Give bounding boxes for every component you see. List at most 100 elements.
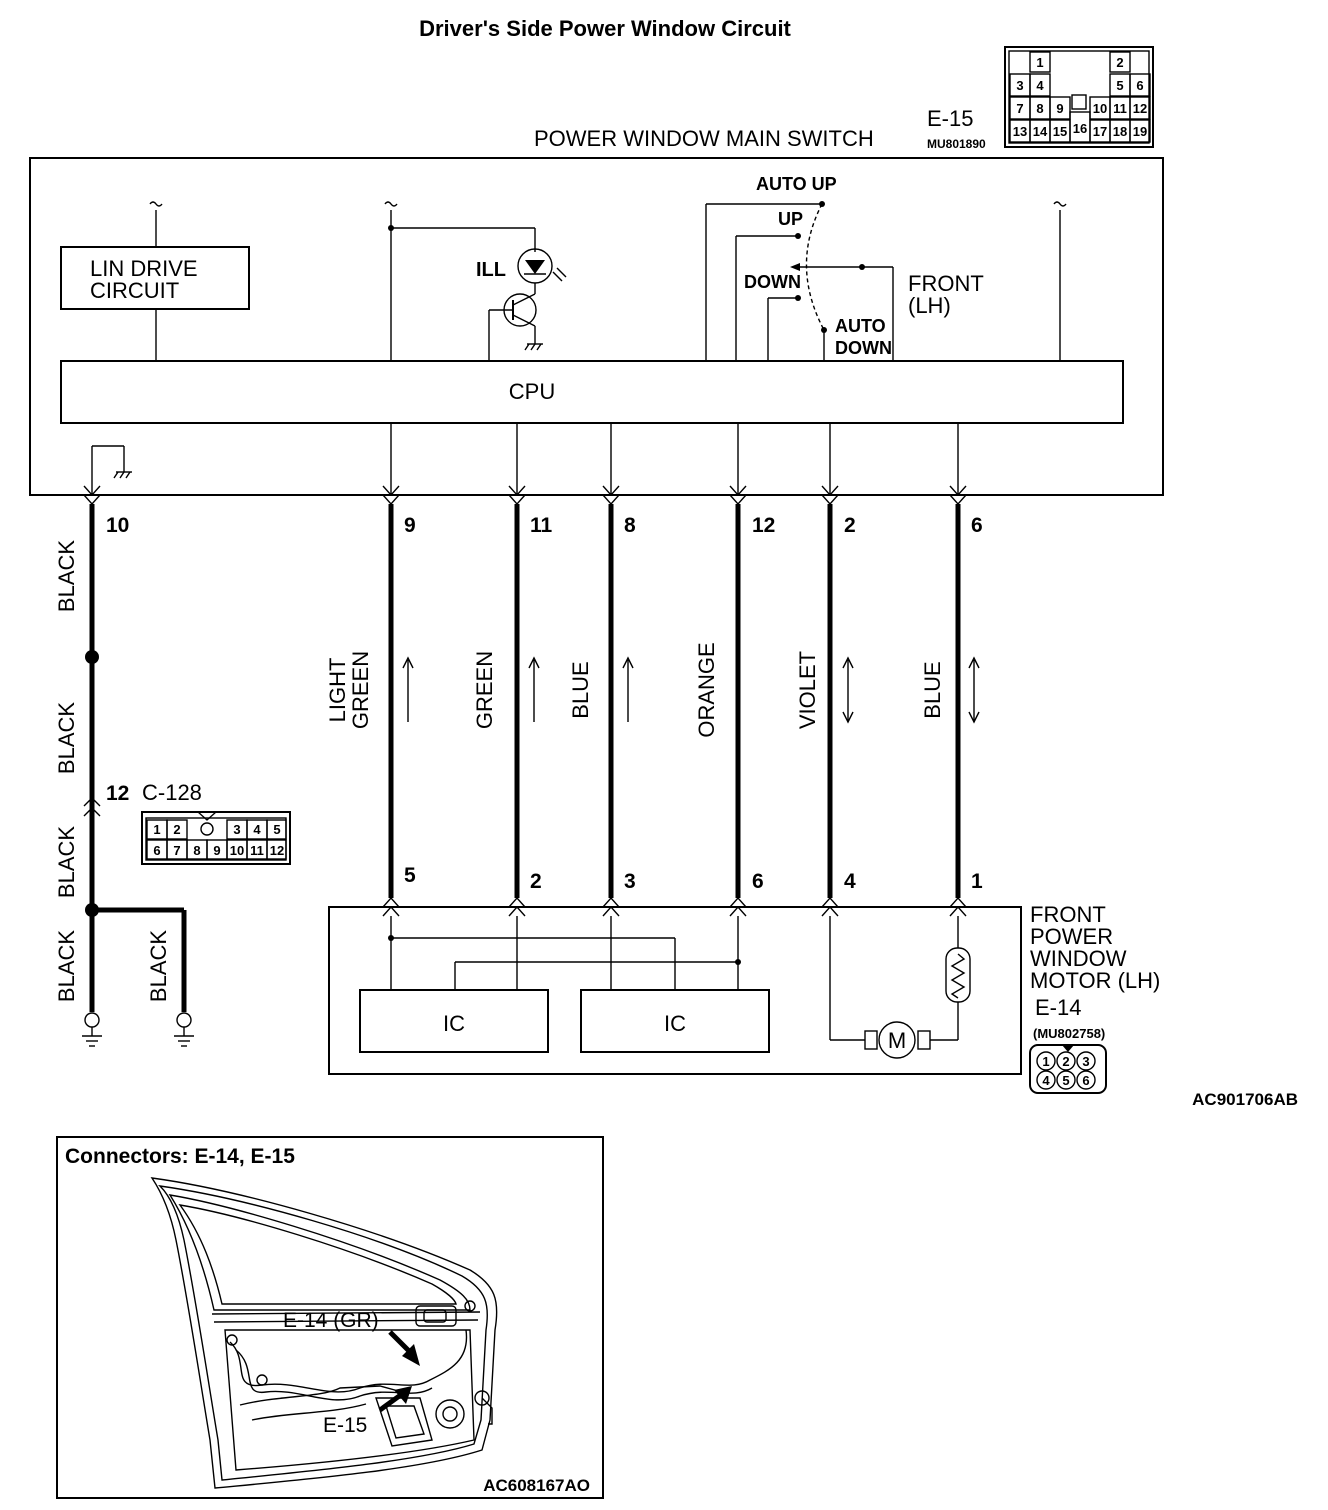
svg-text:8: 8 bbox=[193, 843, 200, 858]
e15-pin-8: 8 bbox=[1036, 101, 1043, 116]
wire-color-green-1: GREEN bbox=[348, 651, 373, 729]
internal-supply-lines bbox=[149, 201, 1067, 361]
pin-top-12: 12 bbox=[752, 514, 775, 537]
svg-text:10: 10 bbox=[230, 843, 244, 858]
auto-down-label: DOWN bbox=[835, 338, 892, 358]
pin-bottom-4: 4 bbox=[844, 870, 856, 893]
e15-pin-13: 13 bbox=[1013, 124, 1027, 139]
pin-top-2: 2 bbox=[844, 514, 856, 537]
ic-label-2: IC bbox=[664, 1011, 686, 1036]
down-label: DOWN bbox=[744, 272, 801, 292]
cpu-box bbox=[60, 360, 1124, 424]
lin-drive-label-2: CIRCUIT bbox=[90, 278, 179, 303]
connector-pointer-arrows bbox=[378, 1330, 420, 1413]
front-door-drawing bbox=[150, 1177, 498, 1489]
cpu-output-lines bbox=[390, 423, 959, 495]
ground-icon bbox=[82, 1012, 194, 1047]
e14-part-number: (MU802758) bbox=[1033, 1026, 1105, 1041]
main-switch-label: POWER WINDOW MAIN SWITCH bbox=[534, 126, 874, 151]
pin-top-6: 6 bbox=[971, 514, 983, 537]
main-switch-box bbox=[29, 157, 1164, 496]
ill-led-icon bbox=[391, 227, 567, 294]
ic-label-1: IC bbox=[443, 1011, 465, 1036]
svg-text:4: 4 bbox=[1042, 1073, 1050, 1088]
ill-label: ILL bbox=[476, 259, 506, 281]
wire-color-black-4: BLACK bbox=[54, 930, 79, 1002]
e15-location-label: E-15 bbox=[323, 1414, 367, 1437]
inset-title: Connectors: E-14, E-15 bbox=[65, 1145, 295, 1168]
e15-pin-18: 18 bbox=[1113, 124, 1127, 139]
wire-color-black-3: BLACK bbox=[54, 826, 79, 898]
auto-up-label: AUTO UP bbox=[756, 174, 837, 194]
svg-text:5: 5 bbox=[1062, 1073, 1069, 1088]
pin-bottom-6: 6 bbox=[752, 870, 764, 893]
wire-color-black-5: BLACK bbox=[146, 930, 171, 1002]
e15-label: E-15 bbox=[927, 106, 973, 131]
svg-text:9: 9 bbox=[213, 843, 220, 858]
pin-bottom-3: 3 bbox=[624, 870, 636, 893]
transistor-icon bbox=[488, 293, 543, 361]
pin-bottom-2: 2 bbox=[530, 870, 542, 893]
wire-color-black-1: BLACK bbox=[54, 540, 79, 612]
figure-code-1: AC901706AB bbox=[1192, 1090, 1298, 1109]
harness-wires bbox=[89, 504, 961, 1012]
svg-text:4: 4 bbox=[253, 822, 261, 837]
wire-color-light: LIGHT bbox=[325, 658, 350, 723]
figure-code-2: AC608167AO bbox=[483, 1476, 590, 1495]
e15-pin-15: 15 bbox=[1053, 124, 1067, 139]
svg-text:5: 5 bbox=[273, 822, 280, 837]
e15-pin-4: 4 bbox=[1036, 78, 1044, 93]
svg-text:2: 2 bbox=[1062, 1054, 1069, 1069]
lin-drive-label-1: LIN DRIVE bbox=[90, 256, 198, 281]
pin-top-9: 9 bbox=[404, 514, 416, 537]
e15-pin-11: 11 bbox=[1113, 101, 1127, 116]
thermistor-icon bbox=[945, 947, 971, 1003]
pin-top-11: 11 bbox=[530, 514, 553, 537]
svg-text:1: 1 bbox=[1042, 1054, 1049, 1069]
motor-name-1: FRONT bbox=[1030, 902, 1106, 927]
motor-internal-wiring bbox=[390, 916, 959, 1041]
e14-label: E-14 bbox=[1035, 995, 1081, 1020]
svg-text:12: 12 bbox=[270, 843, 284, 858]
e14-location-label: E-14 (GR) bbox=[283, 1309, 379, 1332]
connector-location-inset bbox=[56, 1136, 604, 1499]
svg-text:3: 3 bbox=[233, 822, 240, 837]
lh-label: (LH) bbox=[908, 293, 951, 318]
e15-pin-9: 9 bbox=[1056, 101, 1063, 116]
svg-text:6: 6 bbox=[153, 843, 160, 858]
e15-part-number: MU801890 bbox=[927, 137, 986, 151]
e15-pin-1: 1 bbox=[1036, 55, 1043, 70]
window-switch-icon bbox=[705, 201, 894, 361]
e15-pin-14: 14 bbox=[1033, 124, 1048, 139]
ic-box-1 bbox=[359, 989, 549, 1053]
page-title: Driver's Side Power Window Circuit bbox=[419, 16, 791, 41]
svg-text:2: 2 bbox=[173, 822, 180, 837]
pin-bottom-5: 5 bbox=[404, 864, 416, 887]
e15-pin-5: 5 bbox=[1116, 78, 1123, 93]
front-label: FRONT bbox=[908, 271, 984, 296]
e15-pin-19: 19 bbox=[1133, 124, 1147, 139]
e15-pin-12: 12 bbox=[1133, 101, 1147, 116]
wire-color-violet: VIOLET bbox=[795, 651, 820, 729]
motor-box bbox=[328, 906, 1022, 1075]
pin-bottom-1: 1 bbox=[971, 870, 983, 893]
motor-name-4: MOTOR (LH) bbox=[1030, 968, 1160, 993]
wire-color-orange: ORANGE bbox=[694, 642, 719, 737]
e15-pin-7: 7 bbox=[1016, 101, 1023, 116]
up-label: UP bbox=[778, 209, 803, 229]
e14-connector-face: 1 2 3 4 5 6 bbox=[1029, 1044, 1107, 1094]
wire-color-blue-1: BLUE bbox=[568, 661, 593, 718]
pin-top-8: 8 bbox=[624, 514, 636, 537]
c128-pin: 12 bbox=[106, 782, 129, 805]
wire-color-black-2: BLACK bbox=[54, 702, 79, 774]
motor-icon bbox=[864, 1021, 931, 1059]
lin-drive-box bbox=[60, 246, 250, 310]
internal-ground-icon bbox=[91, 445, 132, 495]
svg-text:1: 1 bbox=[153, 822, 160, 837]
e15-connector-face: 1 2 3 4 5 6 7 8 9 10 11 12 13 14 15 16 1… bbox=[1004, 46, 1154, 148]
motor-name-3: WINDOW bbox=[1030, 946, 1127, 971]
e15-pin-2: 2 bbox=[1116, 55, 1123, 70]
signal-direction-arrows bbox=[402, 656, 980, 724]
svg-text:7: 7 bbox=[173, 843, 180, 858]
